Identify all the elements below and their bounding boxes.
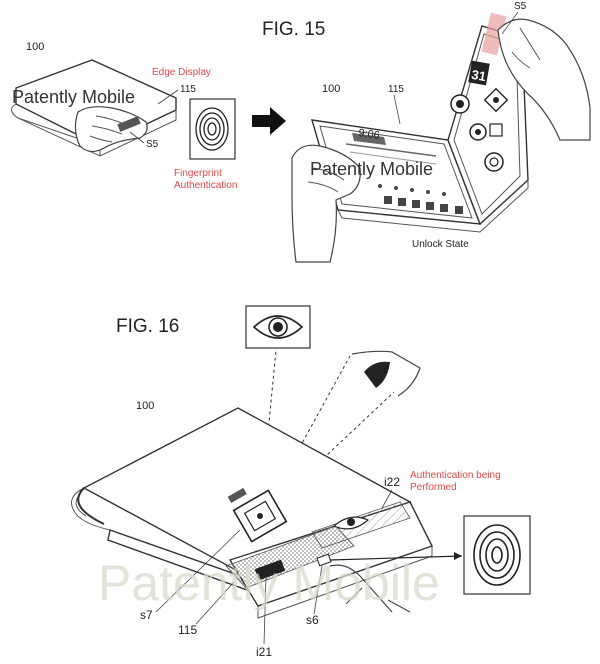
eye-box [245,305,311,349]
fig15-title: FIG. 15 [262,19,325,40]
edge-display-strip [117,116,141,132]
hand-right [497,18,591,141]
clock-text: 9:06 [358,127,381,142]
fingerprint-box-large [463,515,531,595]
unfolded-device [311,12,529,233]
fig15-label-115-right: 115 [388,84,404,95]
auth-performed-line1: Authentication being [410,470,501,481]
app-icons: 31 [450,60,509,172]
label-115: 115 [178,623,197,637]
fig15-label-s5-left: S5 [146,139,159,150]
edge-display-label: Edge Display [152,67,211,78]
fingerprint-auth-line1: Fingerprint [174,168,222,179]
watermark-left: Patently Mobile [12,87,135,107]
label-s7: s7 [140,608,153,622]
watermark-fig16: Patently Mobile [98,555,440,611]
right-arrow-icon [252,107,286,135]
folded-device-fig16 [71,407,433,619]
calendar-day: 31 [470,67,487,84]
unlock-state-label: Unlock State [412,239,469,250]
fig15-label-s5-right: S5 [514,1,527,12]
fig15-label-100-right: 100 [322,83,340,95]
label-s6: s6 [306,613,319,627]
user-eye [351,350,421,397]
fingerprint-box-small [189,98,236,160]
auth-performed-line2: Performed [410,482,457,493]
fig15-label-100-left: 100 [26,41,44,53]
home-screen: 9:06 [345,127,463,214]
fig16-title: FIG. 16 [116,316,179,337]
finger-fig16 [329,564,411,613]
hand-holding [291,144,361,263]
watermark-right: Patently Mobile [310,159,433,179]
fig16-label-100: 100 [136,400,154,412]
label-i21: i21 [256,645,272,659]
fingerprint-auth-line2: Authentication [174,180,237,191]
label-i22: i22 [384,475,400,489]
fig15-label-115-left: 115 [180,84,196,95]
